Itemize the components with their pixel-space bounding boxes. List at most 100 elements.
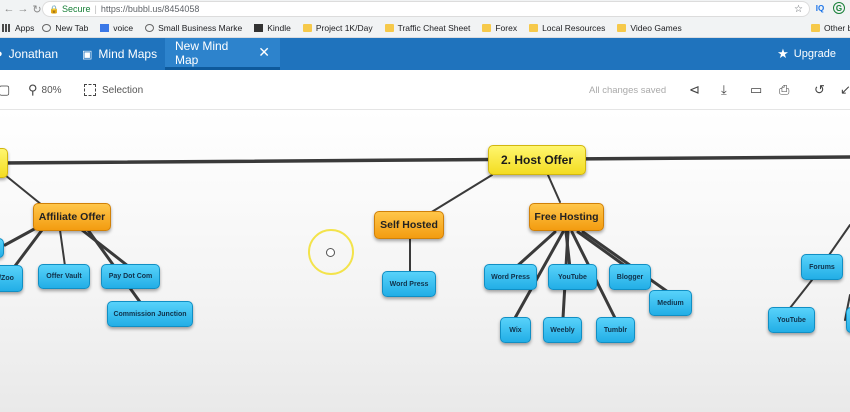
mind-map-node-self-hosted[interactable]: Self Hosted <box>374 211 444 239</box>
history-button[interactable]: ↺ <box>814 70 825 110</box>
reload-icon[interactable]: ↻ <box>32 3 42 16</box>
folder-icon <box>302 23 312 32</box>
bookmark-kindle[interactable]: Kindle <box>254 23 291 33</box>
bookmark-label: Video Games <box>630 22 682 33</box>
connector-line <box>3 225 40 247</box>
mind-map-node-free-hosting[interactable]: Free Hosting <box>529 203 604 231</box>
iq-extension-icon[interactable]: IQ <box>815 3 825 13</box>
editor-toolbar: ▢ ⚲ 80% Selection All changes saved ⊲ ⤓ … <box>0 70 850 110</box>
print-icon: ⎙ <box>779 82 790 97</box>
zoom-level: 80% <box>41 84 62 96</box>
mind-map-node-forums[interactable]: Forums <box>801 254 843 280</box>
print-button[interactable]: ⎙ <box>779 70 789 110</box>
apps-grid-icon <box>2 23 11 32</box>
mind-map-node-zoo[interactable]: /Zoo <box>0 265 23 292</box>
secure-label: Secure <box>61 4 91 14</box>
bookmark-other[interactable]: Other b <box>811 23 850 33</box>
app-header: ● Jonathan ▣ Mind Maps New Mind Map ✕ ★ … <box>0 38 850 70</box>
download-icon: ⤓ <box>721 82 727 97</box>
mind-map-node-wix[interactable]: Wix <box>500 317 531 343</box>
mind-map-node-youtube-right[interactable]: YouTube <box>768 307 815 333</box>
download-button[interactable]: ⤓ <box>721 70 727 110</box>
collapse-button[interactable]: ↙ <box>840 70 850 110</box>
forward-arrow-icon[interactable]: → <box>17 3 29 15</box>
share-button[interactable]: ⊲ <box>689 70 700 110</box>
mind-map-node-youtube[interactable]: YouTube <box>548 264 597 290</box>
cursor-highlight <box>308 229 354 275</box>
present-button[interactable]: ▭ <box>750 70 762 110</box>
bookmark-label: Project 1K/Day <box>315 22 373 33</box>
bookmark-small-business[interactable]: Small Business Marke <box>145 23 242 33</box>
folder-icon <box>811 23 820 32</box>
bookmark-label: Kindle <box>267 22 291 33</box>
mind-map-node-pay-dot-com[interactable]: Pay Dot Com <box>101 264 160 289</box>
fit-screen-icon: ▢ <box>0 82 11 97</box>
back-arrow-icon[interactable]: ← <box>3 3 15 15</box>
mind-map-node-weebly[interactable]: Weebly <box>543 317 582 343</box>
connector-line <box>429 174 493 214</box>
connector-line <box>80 228 130 268</box>
mind-map-node-tumblr[interactable]: Tumblr <box>596 317 635 343</box>
folder-icon: ▣ <box>82 48 93 61</box>
folder-icon <box>482 23 492 32</box>
main-branch-line <box>0 155 850 165</box>
mind-map-node-affiliate-offer[interactable]: Affiliate Offer <box>33 203 111 231</box>
bookmark-label: New Tab <box>55 22 89 33</box>
connector-line <box>10 228 44 272</box>
tab-label: Mind Maps <box>98 47 158 61</box>
mind-map-node-blogger[interactable]: Blogger <box>609 264 651 290</box>
connector-lines <box>0 155 850 321</box>
bookmark-voice[interactable]: voice <box>100 23 133 33</box>
connector-line <box>59 229 66 267</box>
bookmark-new-tab[interactable]: New Tab <box>42 23 88 33</box>
tab-new-mind-map[interactable]: New Mind Map ✕ <box>165 38 280 70</box>
mind-map-node-left-edge[interactable] <box>0 238 4 258</box>
folder-icon <box>384 23 394 32</box>
mind-map-node-host-offer[interactable]: 2. Host Offer <box>488 145 586 175</box>
history-icon: ↺ <box>814 82 825 97</box>
upgrade-button[interactable]: ★ Upgrade <box>777 38 836 70</box>
mind-map-node-wordpress-free[interactable]: Word Press <box>484 264 537 290</box>
tab-label: New Mind Map <box>175 38 229 67</box>
mind-map-node-right-edge[interactable] <box>846 307 850 333</box>
folder-icon <box>617 23 627 32</box>
bookmark-traffic[interactable]: Traffic Cheat Sheet <box>384 22 471 33</box>
mind-map-node-medium[interactable]: Medium <box>649 290 692 316</box>
mind-map-node-offer-vault[interactable]: Offer Vault <box>38 264 90 289</box>
tab-mind-maps[interactable]: ▣ Mind Maps <box>82 38 157 70</box>
bookmark-label: Forex <box>495 22 518 33</box>
voice-icon <box>100 23 110 32</box>
address-bar[interactable]: 🔒 Secure | https://bubbl.us/8454058 ☆ <box>42 1 810 17</box>
zoom-control[interactable]: ⚲ 80% <box>28 70 62 110</box>
close-icon[interactable]: ✕ <box>258 44 270 60</box>
bookmark-apps[interactable]: Apps <box>2 23 34 33</box>
connector-line <box>513 230 557 270</box>
bookmark-label: Small Business Marke <box>158 22 243 33</box>
zoom-icon: ⚲ <box>28 82 38 97</box>
selection-tool[interactable]: Selection <box>84 70 143 110</box>
connector-line <box>513 230 565 320</box>
bookmarks-bar: Apps New Tab voice Small Business Marke … <box>0 18 850 38</box>
bookmark-forex[interactable]: Forex <box>482 23 517 33</box>
url-text: https://bubbl.us/8454058 <box>100 4 200 14</box>
mind-map-node-wordpress-self[interactable]: Word Press <box>382 271 436 297</box>
save-status: All changes saved <box>589 84 667 96</box>
connector-line <box>4 174 43 206</box>
star-icon: ★ <box>777 46 789 61</box>
grammarly-extension-icon[interactable]: G <box>833 2 845 14</box>
user-menu[interactable]: ● Jonathan <box>0 38 58 70</box>
user-name: Jonathan <box>8 47 59 61</box>
bookmark-label: Apps <box>15 22 35 33</box>
fit-screen-button[interactable]: ▢ <box>0 70 10 110</box>
mind-map-node-commission-junction[interactable]: Commission Junction <box>107 301 193 327</box>
mind-map-canvas[interactable]: 2. Host Offer Affiliate Offer Self Hoste… <box>0 110 850 412</box>
bookmark-project[interactable]: Project 1K/Day <box>302 22 373 33</box>
monitor-icon: ▭ <box>750 82 763 97</box>
globe-icon <box>145 23 155 32</box>
bookmark-star-icon[interactable]: ☆ <box>794 4 803 15</box>
mind-map-node-left-root[interactable] <box>0 148 8 178</box>
bookmark-local[interactable]: Local Resources <box>529 23 605 33</box>
bookmark-games[interactable]: Video Games <box>617 22 682 33</box>
kindle-icon <box>254 23 264 32</box>
bookmark-label: Traffic Cheat Sheet <box>397 22 471 33</box>
